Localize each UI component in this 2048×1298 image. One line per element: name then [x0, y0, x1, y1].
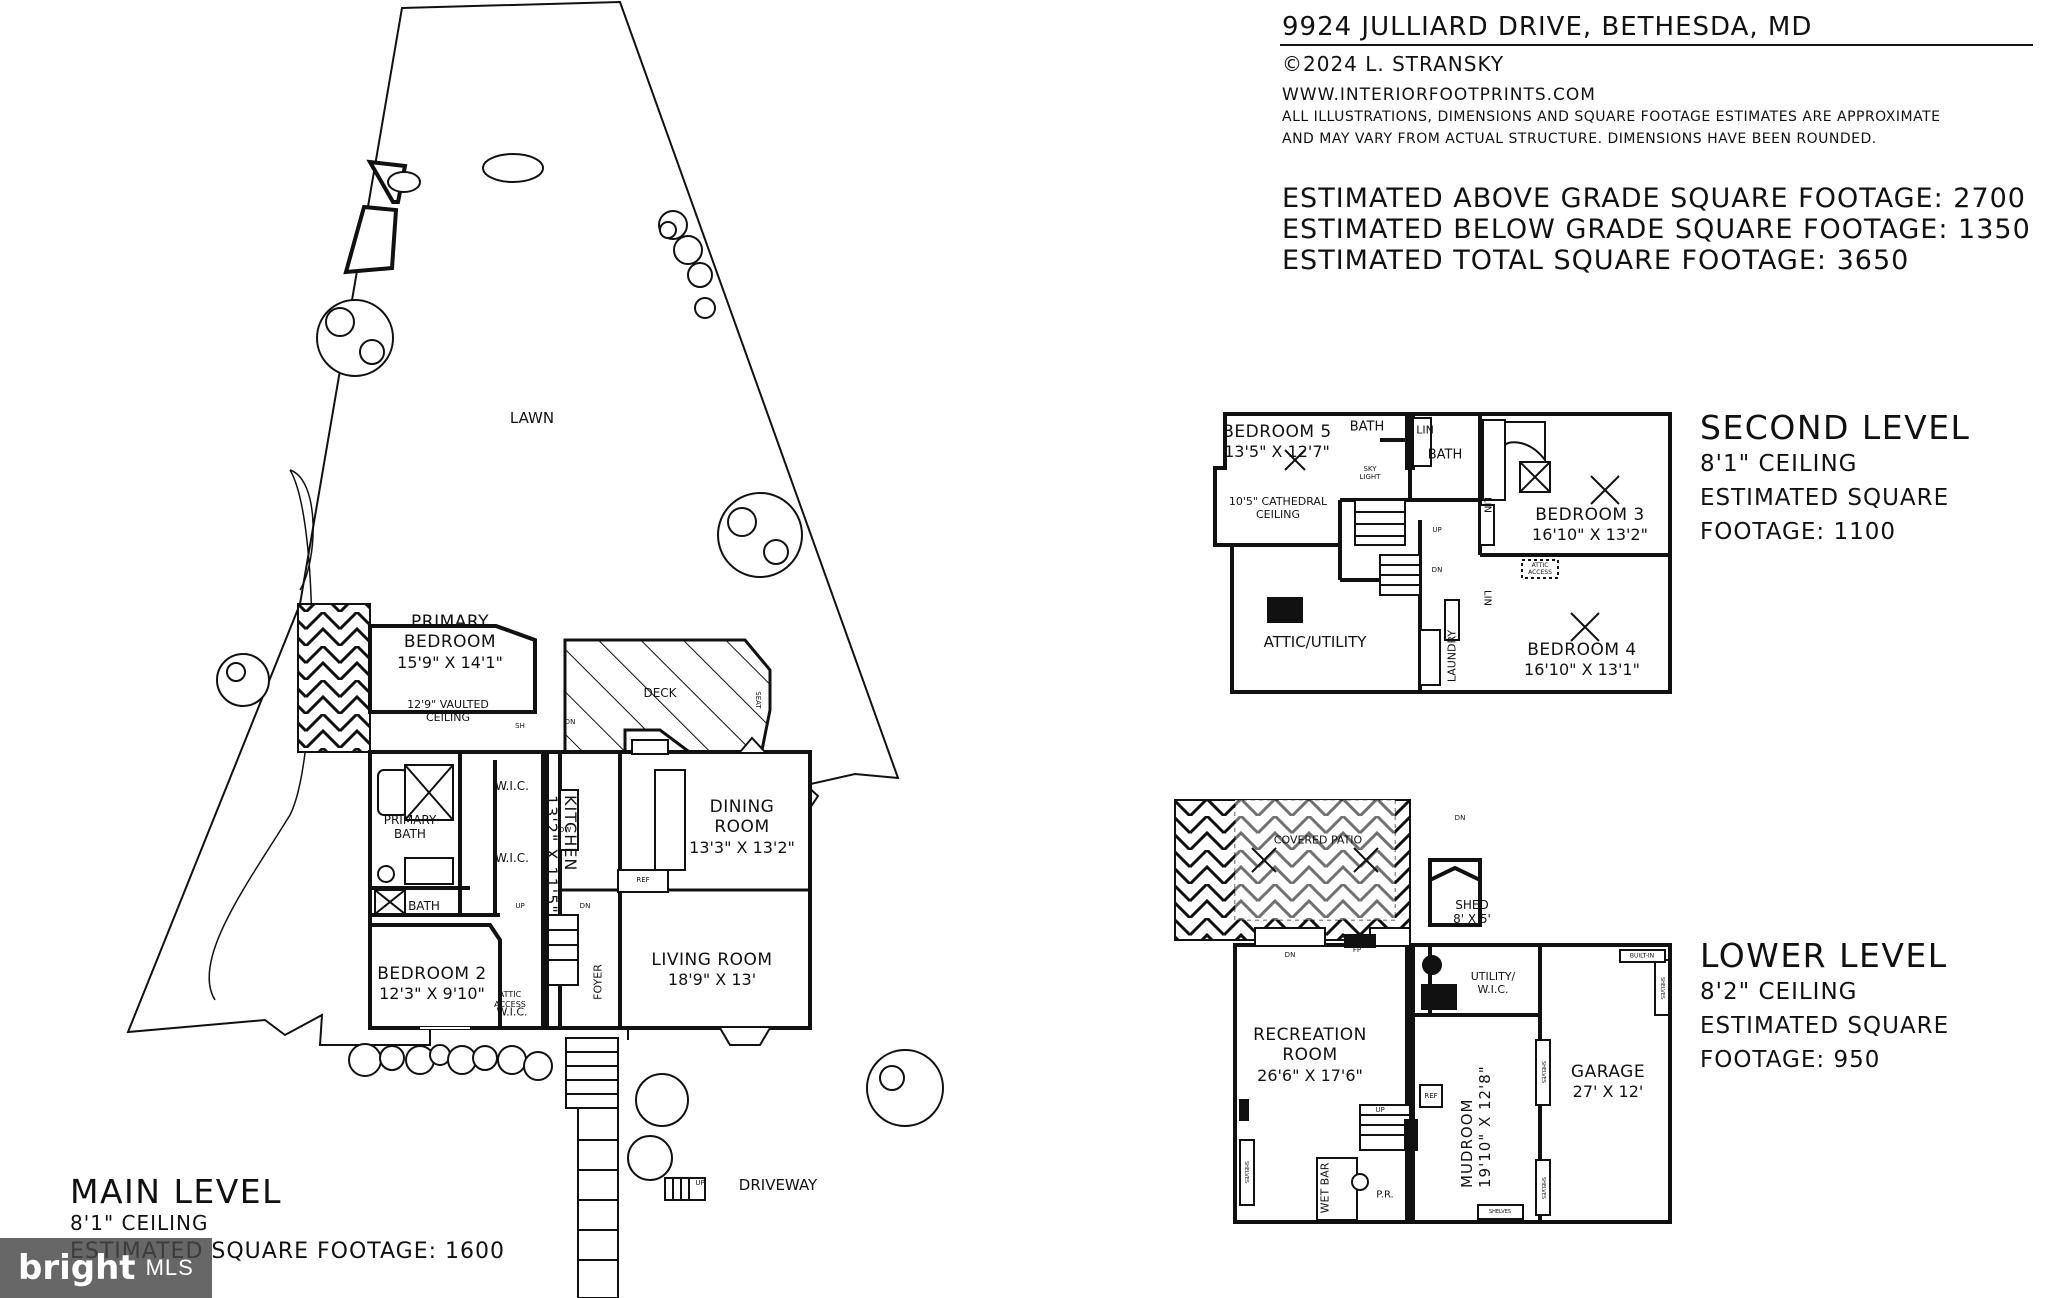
- lawn-label: LAWN: [509, 409, 555, 427]
- bright-mls-logo: bright MLS: [0, 1238, 212, 1298]
- website-link[interactable]: WWW.INTERIORFOOTPRINTS.COM: [1282, 85, 1596, 105]
- above-grade-sqft: ESTIMATED ABOVE GRADE SQUARE FOOTAGE: 27…: [1282, 183, 2026, 214]
- bedroom-4-label: BEDROOM 4 16'10" X 13'1": [1524, 640, 1640, 680]
- second-fans: [1284, 449, 1620, 642]
- main-attic-access-label: ATTIC ACCESS: [494, 990, 526, 1009]
- lower-level-walls: [1233, 858, 1672, 1224]
- main-dn-label-2: DN: [564, 718, 576, 726]
- main-patio: [297, 603, 371, 753]
- primary-bedroom-label: PRIMARY BEDROOM 15'9" X 14'1": [397, 612, 503, 672]
- second-up-label: UP: [1432, 526, 1442, 534]
- address-title: 9924 JULLIARD DRIVE, BETHESDA, MD: [1282, 12, 1813, 42]
- disclaimer-line-1: ALL ILLUSTRATIONS, DIMENSIONS AND SQUARE…: [1282, 109, 1941, 125]
- lower-level-sqft-2: FOOTAGE: 950: [1700, 1047, 1881, 1073]
- copyright: ©2024 L. STRANSKY: [1282, 52, 1505, 76]
- lower-level-sqft-1: ESTIMATED SQUARE: [1700, 1013, 1950, 1039]
- lower-level-title: LOWER LEVEL: [1700, 936, 1948, 975]
- main-walk: [565, 1037, 706, 1298]
- main-level-fixtures: [374, 736, 771, 1046]
- main-bath-label: BATH: [408, 899, 440, 913]
- main-level-ceiling: 8'1" CEILING: [70, 1211, 209, 1235]
- second-dn-label: DN: [1431, 566, 1443, 574]
- main-sh-label: SH: [515, 722, 525, 730]
- primary-bath-label: PRIMARY BATH: [383, 813, 437, 842]
- main-dn-label: DN: [579, 902, 591, 910]
- lower-ref-label: REF: [1424, 1092, 1438, 1100]
- bright-logo-text: bright: [18, 1248, 136, 1288]
- utility-wic-label: UTILITY/ W.I.C.: [1470, 970, 1516, 997]
- second-level-sqft-2: FOOTAGE: 1100: [1700, 519, 1896, 545]
- trees: [216, 153, 944, 1181]
- lower-level-fixtures: [1239, 927, 1670, 1221]
- lower-level-info: LOWER LEVEL 8'2" CEILING ESTIMATED SQUAR…: [1700, 936, 1949, 1077]
- second-bath-label-1: BATH: [1349, 419, 1385, 435]
- seat-label: SEAT: [754, 691, 762, 709]
- foyer-label: FOYER: [591, 964, 605, 1000]
- lower-dn-label: DN: [1454, 814, 1466, 822]
- deck-label: DECK: [643, 686, 677, 700]
- shelves-label-5: SHELVES: [1488, 1209, 1512, 1215]
- shelves-label-3: SHELVES: [1540, 1176, 1546, 1200]
- second-level-ceiling: 8'1" CEILING: [1700, 451, 1858, 477]
- living-room-label: LIVING ROOM 18'9" X 13': [651, 950, 773, 990]
- lower-fans: [1251, 847, 1379, 873]
- second-level-sqft-1: ESTIMATED SQUARE: [1700, 485, 1950, 511]
- second-level-fixtures: [1267, 417, 1559, 686]
- primary-vaulted-label: 12'9" VAULTED CEILING: [407, 698, 489, 725]
- lower-dn-label-2: DN: [1284, 951, 1296, 959]
- main-level-title: MAIN LEVEL: [70, 1172, 283, 1211]
- lower-fp-label: FP: [1352, 946, 1362, 954]
- shelves-label-2: SHELVES: [1540, 1060, 1546, 1084]
- recreation-room-label: RECREATION ROOM 26'6" X 17'6": [1253, 1025, 1367, 1085]
- lin-label-1: LIN: [1416, 423, 1434, 437]
- lower-level-ceiling: 8'2" CEILING: [1700, 979, 1858, 1005]
- wic-label-1: W.I.C.: [495, 779, 529, 793]
- bedroom-3-label: BEDROOM 3 16'10" X 13'2": [1532, 505, 1648, 545]
- attic-utility-label: ATTIC/UTILITY: [1263, 633, 1367, 651]
- wic-label-2: W.I.C.: [495, 851, 529, 865]
- shelves-label-1: SHELVES: [1243, 1160, 1249, 1184]
- sky-light-label: SKY LIGHT: [1359, 465, 1381, 482]
- wet-bar-label: WET BAR: [1318, 1162, 1332, 1214]
- lin-label-2: LIN: [1481, 496, 1493, 514]
- second-level-info: SECOND LEVEL 8'1" CEILING ESTIMATED SQUA…: [1700, 408, 1970, 549]
- main-ref-label: REF: [636, 876, 650, 884]
- mls-logo-text: MLS: [145, 1255, 194, 1280]
- bedroom-5-label: BEDROOM 5 13'5" X 12'7": [1222, 422, 1332, 462]
- main-up-label: UP: [515, 902, 525, 910]
- lin-label-3: LIN: [1481, 589, 1493, 607]
- lower-up-label: UP: [1375, 1106, 1385, 1114]
- second-bath-label-2: BATH: [1427, 447, 1463, 463]
- wic-label-3: W.I.C.: [496, 1005, 528, 1019]
- shed-label: SHED 8' X 5': [1453, 898, 1491, 927]
- covered-patio-label: COVERED PATIO: [1273, 833, 1363, 847]
- main-up-label-2: UP: [695, 1179, 705, 1187]
- below-grade-sqft: ESTIMATED BELOW GRADE SQUARE FOOTAGE: 13…: [1282, 214, 2031, 245]
- disclaimer-line-2: AND MAY VARY FROM ACTUAL STRUCTURE. DIME…: [1282, 131, 1877, 147]
- powder-room-label: P.R.: [1376, 1189, 1394, 1201]
- driveway-label: DRIVEWAY: [738, 1176, 818, 1194]
- built-in-label: BUILT-IN: [1629, 952, 1655, 960]
- second-attic-access-label: ATTIC ACCESS: [1528, 562, 1552, 577]
- shelves-label-4: SHELVES: [1659, 976, 1665, 1000]
- cathedral-ceiling-label: 10'5" CATHEDRAL CEILING: [1228, 495, 1328, 522]
- second-level-title: SECOND LEVEL: [1700, 408, 1971, 447]
- laundry-label: LAUNDRY: [1445, 629, 1459, 683]
- total-sqft: ESTIMATED TOTAL SQUARE FOOTAGE: 3650: [1282, 245, 1910, 276]
- bedroom-2-label: BEDROOM 2 12'3" X 9'10": [377, 964, 487, 1004]
- header-divider: [1280, 44, 2033, 46]
- main-dw-label: DW: [558, 826, 572, 834]
- dining-room-label: DINING ROOM 13'3" X 13'2": [689, 797, 795, 857]
- garage-label: GARAGE 27' X 12': [1570, 1062, 1646, 1102]
